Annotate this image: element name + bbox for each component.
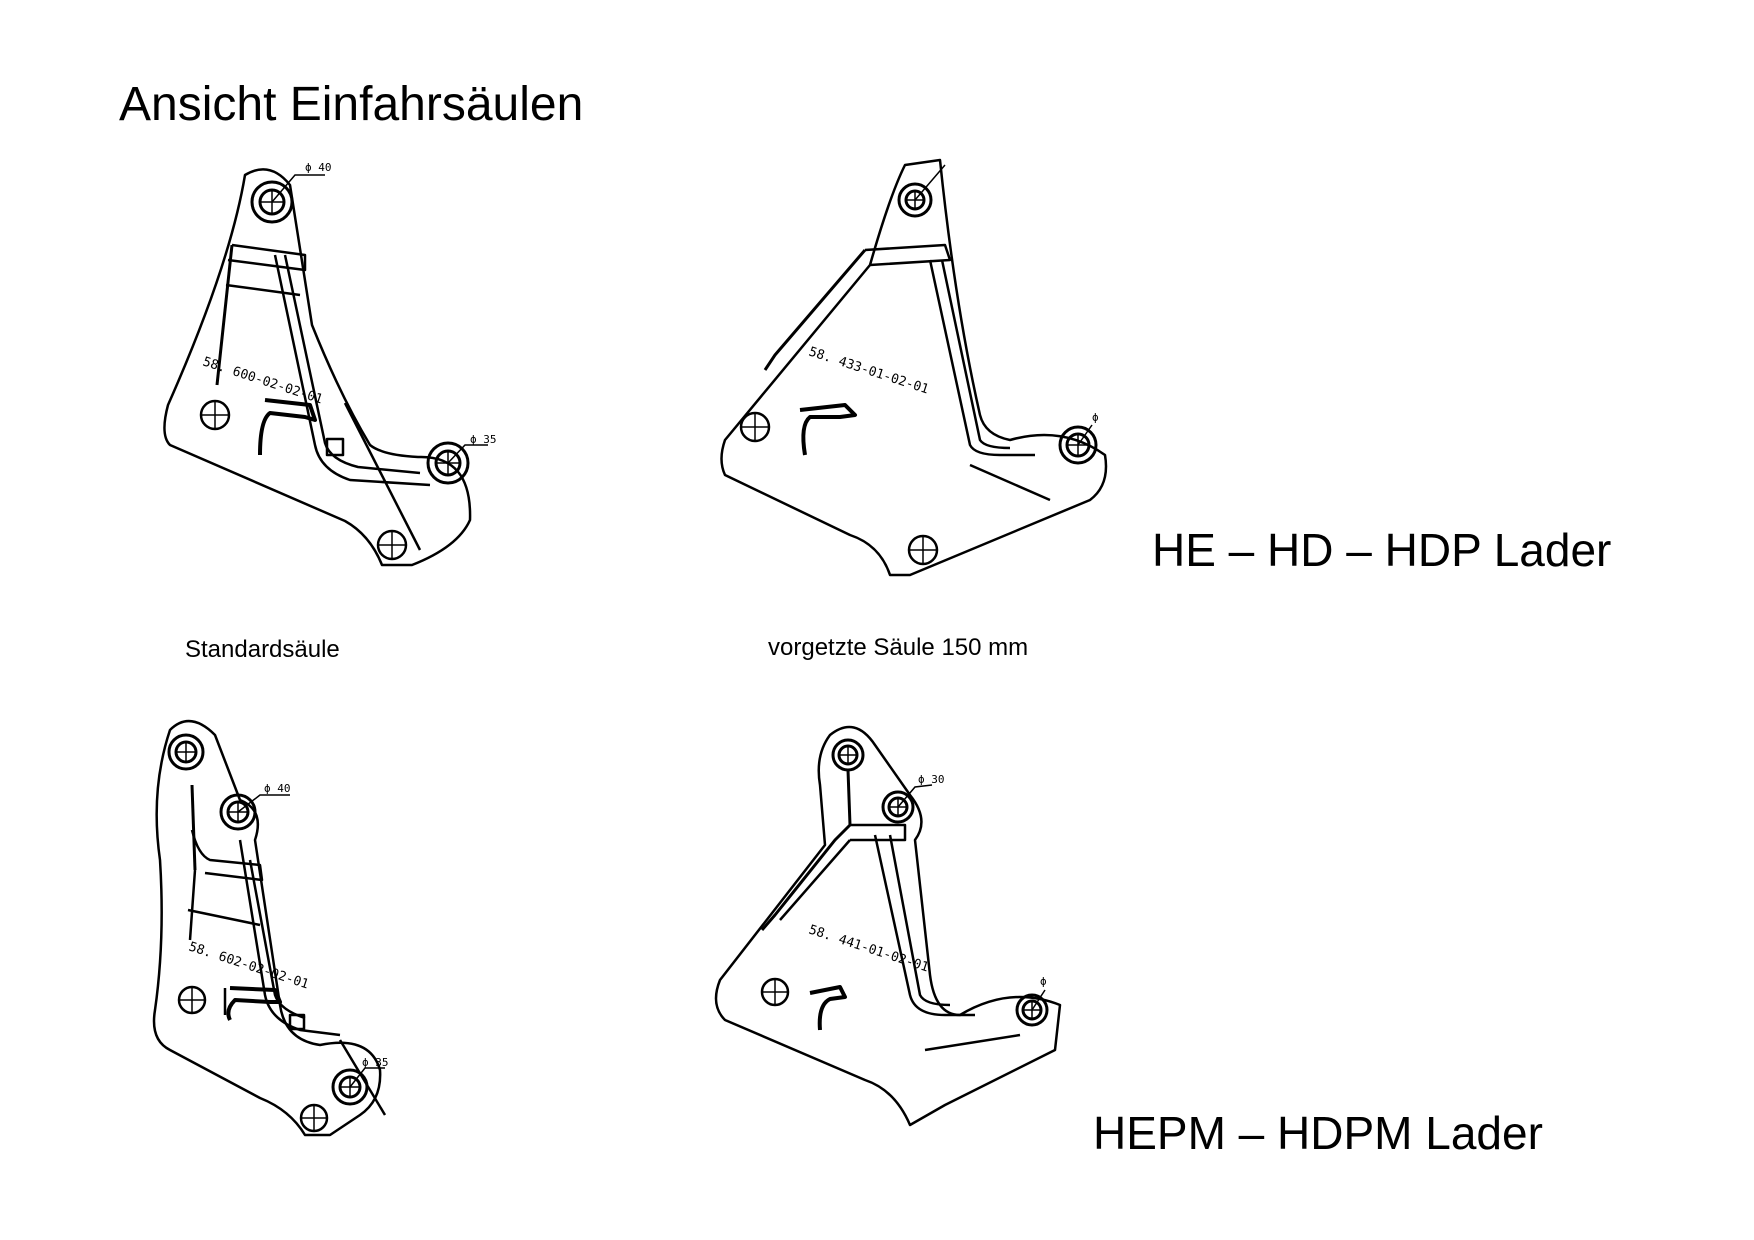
plate-outline — [714, 725, 1062, 1127]
bore-middle-icon — [881, 790, 915, 824]
dim-side-label: ϕ — [1092, 411, 1099, 424]
dim-side-label: ϕ 35 — [470, 433, 497, 446]
bore-middle-icon — [219, 793, 257, 831]
plate-outline — [163, 168, 472, 567]
dim-side-label: ϕ 35 — [362, 1056, 389, 1069]
dim-top-label: ϕ 40 — [264, 782, 291, 795]
part-number-label: 58. 602-02-02-01 — [187, 940, 311, 993]
column-drawing-standard-he-hd-hdp: 58. 600-02-02-01 ϕ 40 ϕ 35 — [163, 161, 497, 567]
bore-top-icon — [831, 738, 865, 772]
dim-side-label: ϕ — [1040, 975, 1047, 988]
part-number-label: 58. 433-01-02-01 — [807, 345, 931, 398]
part-number-label: 58. 600-02-02-01 — [201, 355, 325, 408]
page-title: Ansicht Einfahrsäulen — [119, 78, 584, 131]
group-label-he-hd-hdp: HE – HD – HDP Lader — [1152, 524, 1612, 576]
column-drawing-offset-he-hd-hdp: 58. 433-01-02-01 ϕ — [720, 158, 1108, 577]
column-drawing-standard-hepm-hdpm: 58. 602-02-02-01 ϕ 40 ϕ 35 — [152, 720, 389, 1137]
group-label-hepm-hdpm: HEPM – HDPM Lader — [1093, 1107, 1543, 1159]
bore-top-icon — [167, 733, 205, 771]
dim-top-label: ϕ 30 — [918, 773, 945, 786]
caption-offset-column: vorgetzte Säule 150 mm — [768, 634, 1029, 661]
column-drawing-offset-hepm-hdpm: 58. 441-01-02-01 ϕ 30 ϕ — [714, 725, 1062, 1127]
plate-outline — [152, 720, 382, 1137]
caption-standard-column: Standardsäule — [185, 636, 340, 663]
plate-outline — [720, 158, 1108, 577]
dim-top-label: ϕ 40 — [305, 161, 332, 174]
